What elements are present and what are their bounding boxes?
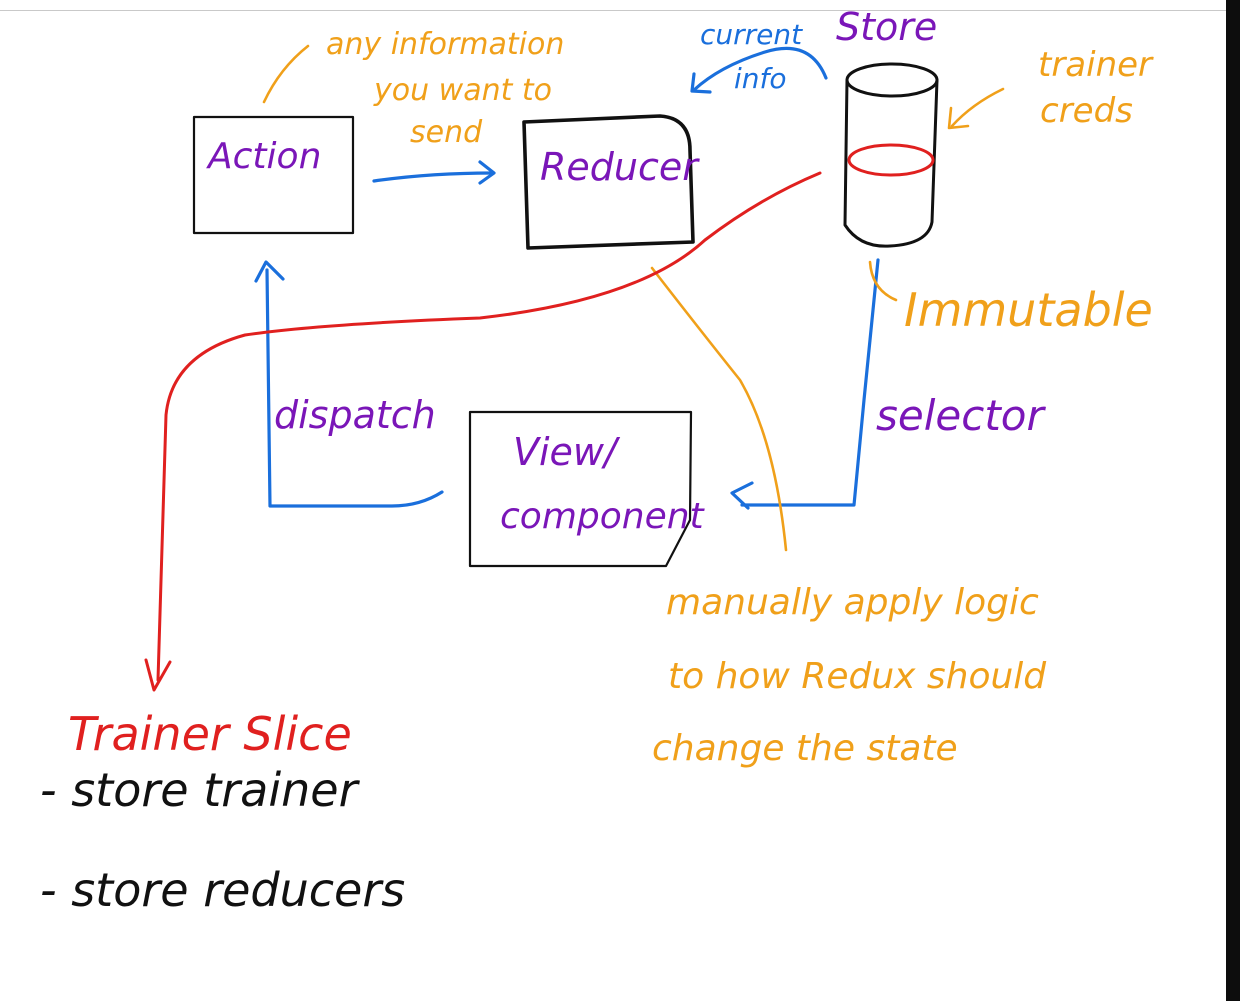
right-edge-bar — [1226, 0, 1240, 1001]
store-cylinder-top — [845, 62, 939, 98]
trainer-slice-item-2: - store reducers — [40, 863, 405, 917]
store-trainer-slice-ring — [847, 143, 935, 177]
trainer-slice-item-1: - store trainer — [40, 763, 361, 817]
action-label: Action — [206, 136, 321, 177]
reducer-logic-note: manually apply logic to how Redux should… — [650, 266, 1047, 769]
view-label-line2: component — [500, 496, 706, 537]
action-box — [192, 115, 355, 235]
action-note-line1: any information — [326, 27, 564, 62]
trainer-creds-line1: trainer — [1038, 45, 1154, 85]
reducer-node: Reducer — [522, 114, 700, 250]
store-cylinder-body — [843, 78, 939, 248]
store-to-reducer-arrow — [690, 46, 828, 94]
action-to-reducer-arrow — [372, 160, 496, 185]
trainer-creds-note: trainer creds — [947, 45, 1154, 131]
reducer-note-line1: manually apply logic — [666, 582, 1039, 623]
immutable-label: Immutable — [904, 283, 1153, 337]
reducer-box — [522, 114, 695, 250]
action-note-line2: you want to — [373, 73, 552, 108]
store-node: Store — [836, 5, 939, 248]
top-rule — [0, 0, 1226, 11]
current-info-line2: info — [734, 62, 787, 95]
dispatch-label: dispatch — [274, 393, 436, 437]
store-to-trainer-slice-arrow — [144, 171, 822, 692]
store-label: Store — [836, 5, 937, 49]
trainer-creds-line2: creds — [1040, 91, 1133, 131]
action-note: any information you want to send — [262, 27, 564, 150]
action-node: Action — [192, 115, 355, 235]
current-info-line1: current — [700, 18, 803, 51]
view-node: View/ component — [468, 410, 706, 568]
trainer-slice-section: Trainer Slice - store trainer - store re… — [40, 707, 405, 917]
view-box — [468, 410, 693, 568]
reducer-note-line3: change the state — [652, 728, 958, 769]
store-to-view-selector-arrow — [730, 258, 880, 510]
reducer-note-line2: to how Redux should — [668, 656, 1047, 697]
immutable-note: Immutable — [868, 260, 1153, 337]
trainer-slice-title: Trainer Slice — [68, 707, 352, 761]
reducer-label: Reducer — [540, 145, 700, 189]
view-to-action-dispatch-arrow — [254, 260, 444, 508]
view-label-line1: View/ — [513, 430, 621, 474]
selector-label: selector — [876, 391, 1046, 440]
action-note-line3: send — [410, 115, 483, 150]
